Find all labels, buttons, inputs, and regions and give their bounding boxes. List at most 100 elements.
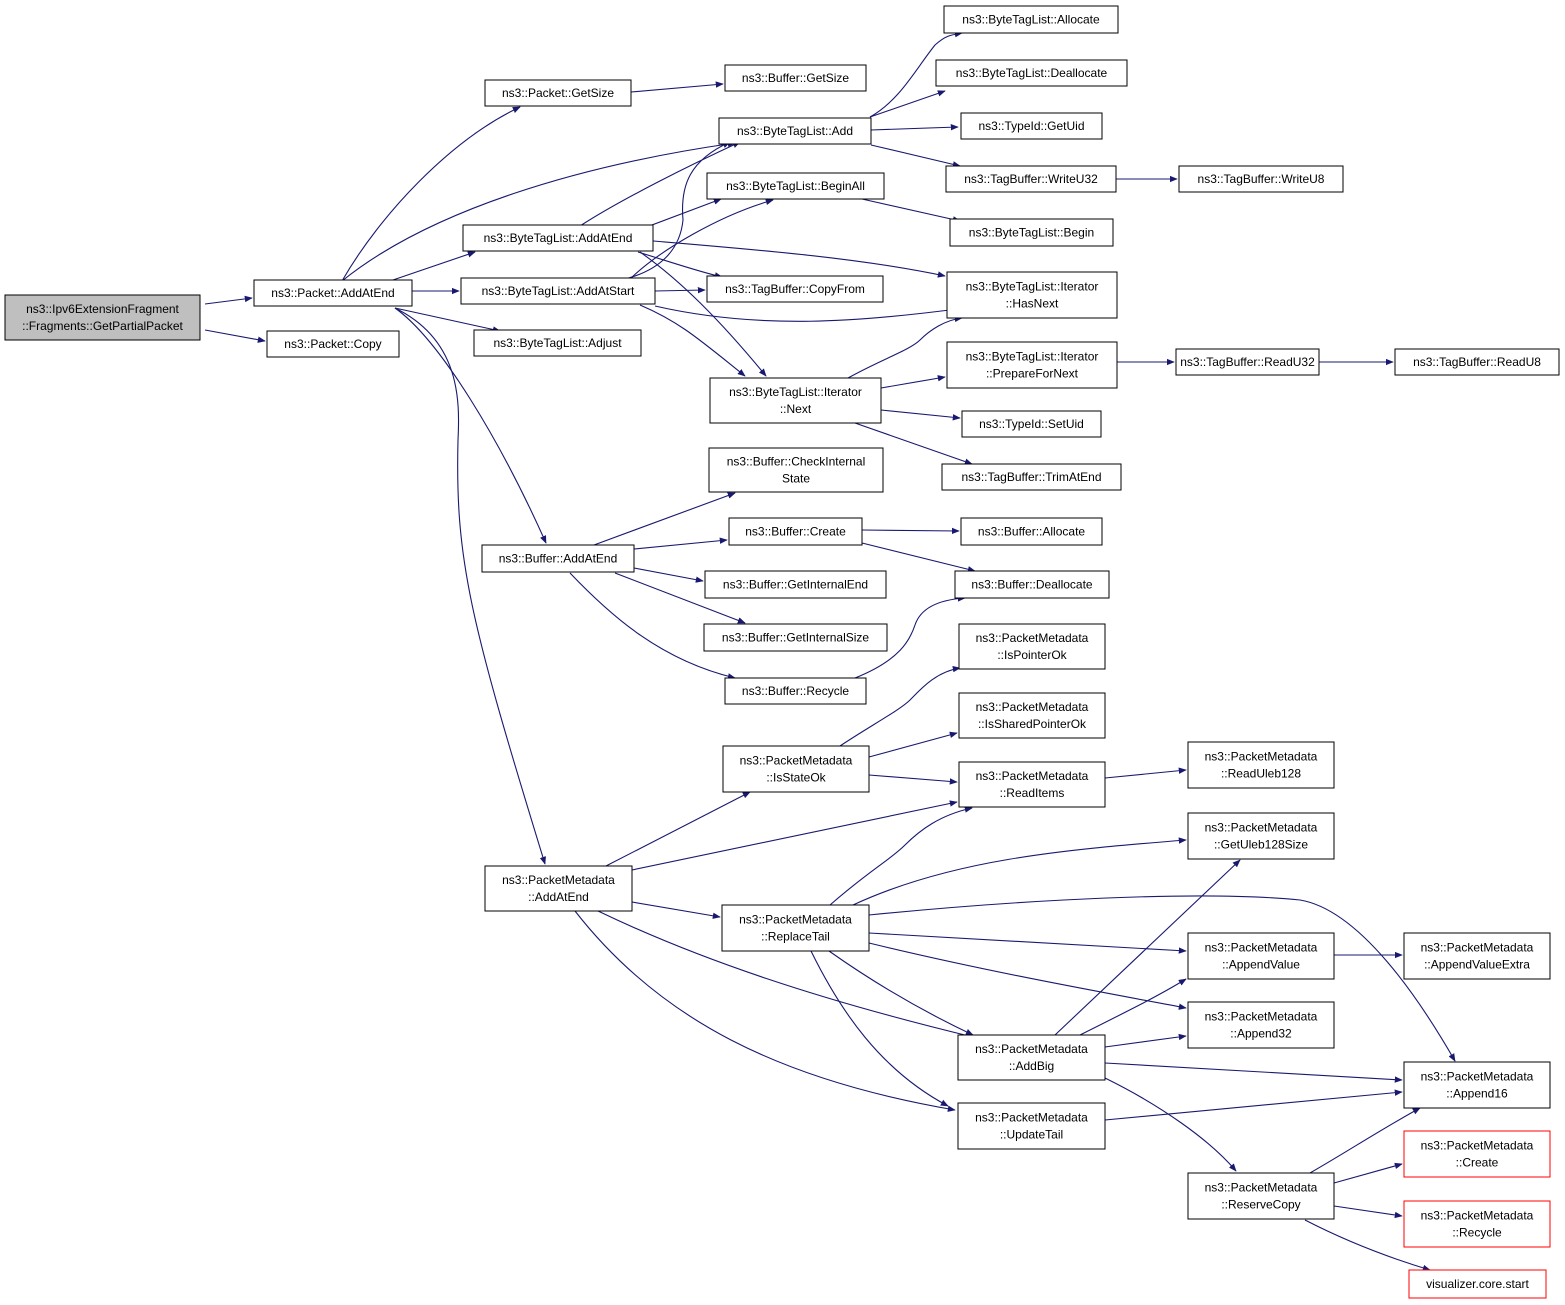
node-pm-addbig[interactable]: ns3::PacketMetadata::AddBig [957, 1034, 1106, 1081]
node-pm-replacetail[interactable]: ns3::PacketMetadata::ReplaceTail [721, 904, 870, 952]
node-pm-appendvalue[interactable]: ns3::PacketMetadata::AppendValue [1187, 932, 1335, 980]
node-pm-addatend[interactable]: ns3::PacketMetadata::AddAtEnd [484, 865, 633, 912]
node-pm-recycle[interactable]: ns3::PacketMetadata::Recycle [1403, 1200, 1551, 1248]
node-label: ::ReplaceTail [761, 930, 830, 944]
node-pm-issharedpointerok[interactable]: ns3::PacketMetadata::IsSharedPointerOk [958, 692, 1106, 739]
node-buf-addatend[interactable]: ns3::Buffer::AddAtEnd [481, 544, 635, 573]
node-label: ::IsStateOk [766, 771, 826, 785]
node-pm-append32[interactable]: ns3::PacketMetadata::Append32 [1187, 1001, 1335, 1049]
node-pm-reservecopy[interactable]: ns3::PacketMetadata::ReserveCopy [1187, 1172, 1335, 1220]
node-box [1408, 1269, 1547, 1299]
node-btl-addatstart[interactable]: ns3::ByteTagList::AddAtStart [460, 277, 656, 305]
node-label: ns3::TagBuffer::CopyFrom [725, 282, 865, 296]
node-btl-it-next[interactable]: ns3::ByteTagList::Iterator::Next [709, 377, 882, 424]
node-buf-allocate[interactable]: ns3::Buffer::Allocate [960, 517, 1103, 546]
node-pm-appendvalueextra[interactable]: ns3::PacketMetadata::AppendValueExtra [1403, 932, 1551, 980]
node-box [722, 745, 870, 793]
node-btl-begin[interactable]: ns3::ByteTagList::Begin [949, 218, 1114, 247]
node-pm-ispointerok[interactable]: ns3::PacketMetadata::IsPointerOk [958, 623, 1106, 670]
node-typeid-setuid[interactable]: ns3::TypeId::SetUid [961, 410, 1102, 438]
node-tb-copyfrom[interactable]: ns3::TagBuffer::CopyFrom [706, 275, 884, 303]
node-pm-append16[interactable]: ns3::PacketMetadata::Append16 [1403, 1061, 1551, 1109]
node-tb-readu8[interactable]: ns3::TagBuffer::ReadU8 [1394, 348, 1560, 376]
node-label: ns3::Buffer::GetSize [742, 71, 849, 85]
call-edge [869, 90, 946, 118]
node-pm-readitems[interactable]: ns3::PacketMetadata::ReadItems [958, 761, 1106, 808]
node-pm-readuleb128[interactable]: ns3::PacketMetadata::ReadUleb128 [1187, 741, 1335, 789]
call-edge [204, 329, 266, 343]
node-label: ns3::ByteTagList::AddAtEnd [484, 231, 633, 245]
node-pm-isstateok[interactable]: ns3::PacketMetadata::IsStateOk [722, 745, 870, 793]
call-edge [630, 81, 724, 93]
call-edge [1333, 1162, 1403, 1184]
node-label: ns3::TypeId::GetUid [978, 119, 1084, 133]
node-pm-updatetail[interactable]: ns3::PacketMetadata::UpdateTail [957, 1102, 1106, 1150]
node-box [706, 275, 884, 303]
node-buf-deallocate[interactable]: ns3::Buffer::Deallocate [954, 570, 1110, 599]
node-pkt-addatend[interactable]: ns3::Packet::AddAtEnd [253, 279, 413, 307]
node-box [1187, 1172, 1335, 1220]
node-label: ::PrepareForNext [986, 367, 1079, 381]
node-label: ::Recycle [1452, 1226, 1502, 1240]
node-box [4, 294, 201, 341]
node-btl-beginall[interactable]: ns3::ByteTagList::BeginAll [706, 172, 885, 200]
call-edge [603, 791, 751, 868]
node-tb-trimatend[interactable]: ns3::TagBuffer::TrimAtEnd [941, 463, 1122, 491]
call-edge [593, 492, 736, 546]
node-label: ns3::ByteTagList::Allocate [962, 13, 1100, 27]
node-label: ns3::Buffer::Create [745, 525, 846, 539]
node-buf-getsize[interactable]: ns3::Buffer::GetSize [724, 64, 867, 92]
node-label: ::Next [780, 402, 812, 416]
node-label: ns3::PacketMetadata [975, 1111, 1088, 1125]
node-buf-getinternalsize[interactable]: ns3::Buffer::GetInternalSize [703, 623, 888, 652]
node-btl-it-hasnext[interactable]: ns3::ByteTagList::Iterator::HasNext [946, 271, 1118, 319]
node-label: ns3::PacketMetadata [1205, 821, 1318, 835]
node-buf-create[interactable]: ns3::Buffer::Create [728, 517, 863, 546]
node-vis-start[interactable]: visualizer.core.start [1408, 1269, 1547, 1299]
node-label: ns3::ByteTagList::Iterator [966, 350, 1099, 364]
node-label: ::AppendValueExtra [1424, 958, 1530, 972]
node-label: ns3::PacketMetadata [1421, 1209, 1534, 1223]
call-edge [870, 124, 959, 131]
node-pkt-getsize[interactable]: ns3::Packet::GetSize [484, 79, 632, 107]
node-label: ns3::TagBuffer::WriteU32 [964, 172, 1098, 186]
node-label: ns3::Buffer::Allocate [978, 525, 1086, 539]
node-label: ::Append32 [1230, 1027, 1292, 1041]
node-btl-it-preparefornext[interactable]: ns3::ByteTagList::Iterator::PrepareForNe… [946, 341, 1118, 389]
node-btl-add[interactable]: ns3::ByteTagList::Add [718, 117, 872, 145]
node-label: ns3::PacketMetadata [1205, 941, 1318, 955]
node-label: ns3::Packet::GetSize [502, 86, 614, 100]
node-pm-create[interactable]: ns3::PacketMetadata::Create [1403, 1130, 1551, 1178]
call-edge [652, 240, 946, 278]
node-buf-recycle[interactable]: ns3::Buffer::Recycle [724, 677, 867, 705]
node-btl-addatend[interactable]: ns3::ByteTagList::AddAtEnd [462, 224, 654, 252]
call-edge [1304, 1219, 1431, 1271]
node-btl-adjust[interactable]: ns3::ByteTagList::Adjust [473, 329, 642, 357]
call-edge [810, 950, 949, 1107]
node-tb-readu32[interactable]: ns3::TagBuffer::ReadU32 [1175, 348, 1320, 376]
node-box [266, 330, 400, 358]
call-nodes: ns3::Ipv6ExtensionFragment::Fragments::G… [4, 5, 1560, 1299]
call-edge [829, 806, 973, 906]
call-edge [868, 932, 1187, 954]
node-buf-getinternalend[interactable]: ns3::Buffer::GetInternalEnd [704, 570, 887, 599]
node-box [943, 5, 1119, 34]
node-pm-getuleb128size[interactable]: ns3::PacketMetadata::GetUleb128Size [1187, 812, 1335, 860]
node-box [709, 377, 882, 424]
call-edge [614, 572, 746, 624]
node-btl-allocate[interactable]: ns3::ByteTagList::Allocate [943, 5, 1119, 34]
node-box [946, 341, 1118, 389]
node-typeid-getuid[interactable]: ns3::TypeId::GetUid [960, 112, 1103, 140]
node-tb-writeu32[interactable]: ns3::TagBuffer::WriteU32 [945, 165, 1117, 193]
node-pkt-copy[interactable]: ns3::Packet::Copy [266, 330, 400, 358]
node-btl-deallocate[interactable]: ns3::ByteTagList::Deallocate [935, 59, 1128, 87]
node-root[interactable]: ns3::Ipv6ExtensionFragment::Fragments::G… [4, 294, 201, 341]
node-box [1403, 1061, 1551, 1109]
node-label: ns3::Buffer::Recycle [742, 684, 849, 698]
node-label: ns3::Packet::Copy [284, 337, 381, 351]
call-edge [1104, 1033, 1187, 1048]
node-tb-writeu8[interactable]: ns3::TagBuffer::WriteU8 [1178, 165, 1344, 193]
call-edge [1104, 1077, 1237, 1172]
node-box [945, 165, 1117, 193]
